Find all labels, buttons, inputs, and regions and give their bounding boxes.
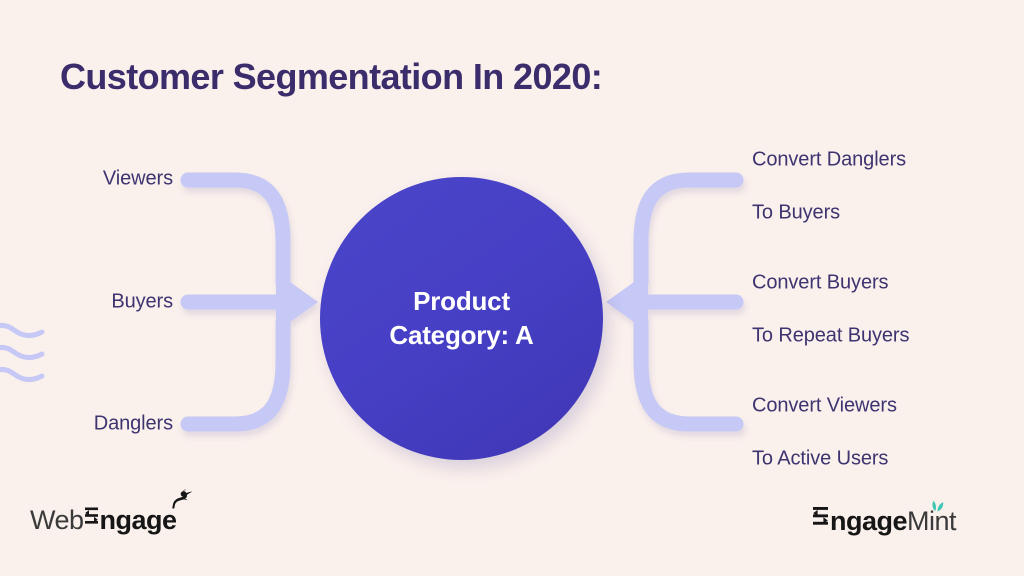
center-node-line2: Category: A xyxy=(389,319,534,350)
engagemint-logo: ngage Mint xyxy=(812,500,957,536)
wavy-lines-icon xyxy=(0,322,58,390)
page-title: Customer Segmentation In 2020: xyxy=(60,56,603,97)
output-label-convert-viewers: Convert Viewers To Active Users xyxy=(752,366,897,499)
center-node-label: Product Category: A xyxy=(389,285,533,352)
bird-icon xyxy=(168,489,194,518)
output-label-convert-buyers: Convert Buyers To Repeat Buyers xyxy=(752,243,909,376)
input-label-viewers: Viewers xyxy=(102,167,173,190)
output-label-convert-danglers: Convert Danglers To Buyers xyxy=(752,120,906,253)
output-label-line2: To Repeat Buyers xyxy=(752,324,910,347)
input-label-buyers: Buyers xyxy=(111,290,173,313)
arrow-e-icon xyxy=(812,504,829,534)
input-label-danglers: Danglers xyxy=(93,412,173,435)
engagemint-logo-part2: Mint xyxy=(907,506,957,536)
output-label-line1: Convert Viewers xyxy=(752,394,897,417)
output-label-line2: To Active Users xyxy=(752,447,889,470)
webengage-logo: Web ngage xyxy=(30,489,203,535)
output-label-line2: To Buyers xyxy=(752,201,841,224)
output-label-line1: Convert Danglers xyxy=(752,148,907,171)
center-node-line1: Product xyxy=(413,286,510,317)
center-node: Product Category: A xyxy=(320,177,603,460)
mint-leaves-icon xyxy=(928,496,946,517)
arrow-e-icon xyxy=(84,505,99,533)
webengage-logo-part1: Web xyxy=(30,505,84,535)
output-label-line1: Convert Buyers xyxy=(752,271,889,294)
webengage-logo-part2: ngage xyxy=(99,505,178,535)
engagemint-logo-part1: ngage xyxy=(830,506,908,536)
